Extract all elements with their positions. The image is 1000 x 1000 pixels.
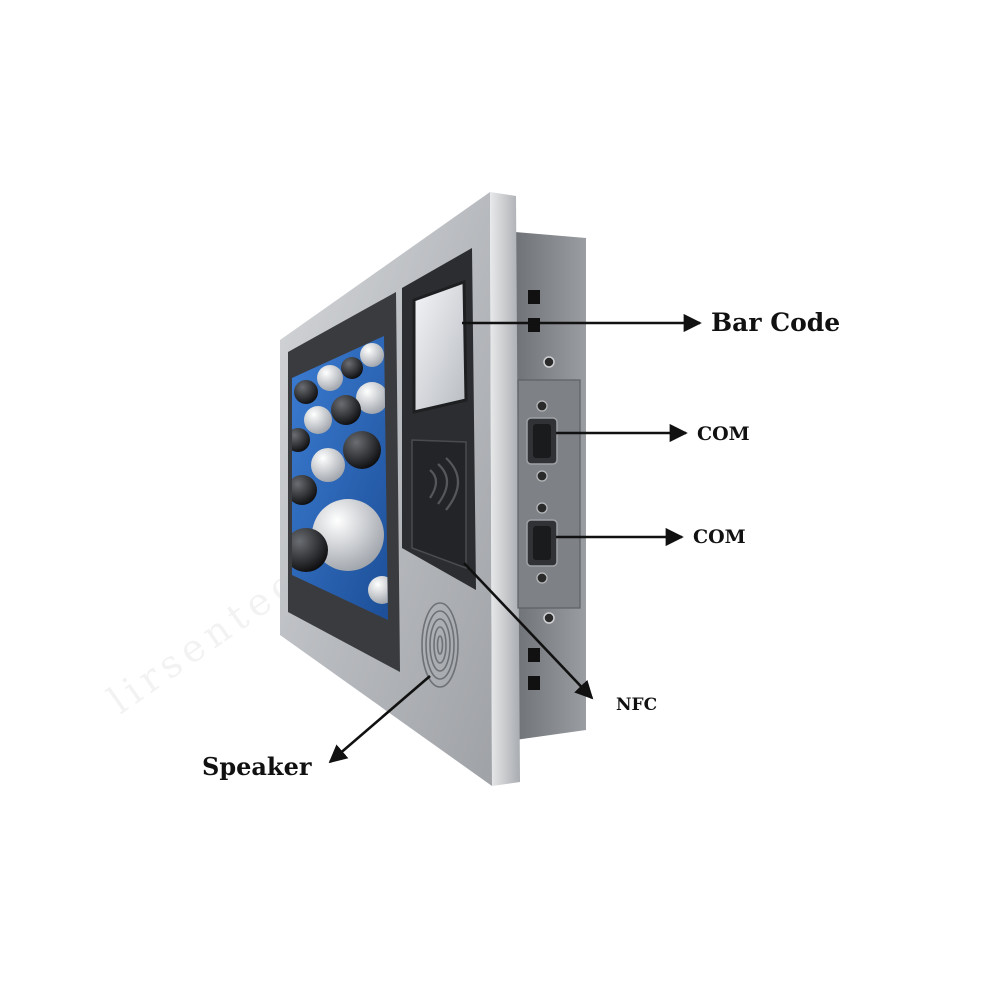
arrow-nfc <box>463 562 594 700</box>
panel-pc <box>280 192 586 786</box>
barcode-scanner-window <box>412 279 468 414</box>
label-nfc: NFC <box>616 695 657 715</box>
label-com-1: COM <box>697 423 750 445</box>
label-bar-code: Bar Code <box>711 308 840 337</box>
com-port-2 <box>526 502 558 584</box>
side-screw-bottom <box>543 612 555 624</box>
frame-edge <box>490 192 520 786</box>
display-screen <box>292 336 388 620</box>
side-vent-2 <box>528 318 540 332</box>
com-port-bay <box>517 379 581 609</box>
callout-arrows <box>328 313 702 764</box>
label-speaker: Speaker <box>202 752 312 781</box>
com-port-1 <box>526 400 558 482</box>
label-com-2: COM <box>693 526 746 548</box>
arrow-speaker <box>328 675 431 764</box>
side-vent-1 <box>528 290 540 304</box>
side-screw-top <box>543 356 555 368</box>
nfc-icon <box>429 457 459 511</box>
side-vent-4 <box>528 676 540 690</box>
side-vent-3 <box>528 648 540 662</box>
speaker-grille <box>421 602 459 688</box>
